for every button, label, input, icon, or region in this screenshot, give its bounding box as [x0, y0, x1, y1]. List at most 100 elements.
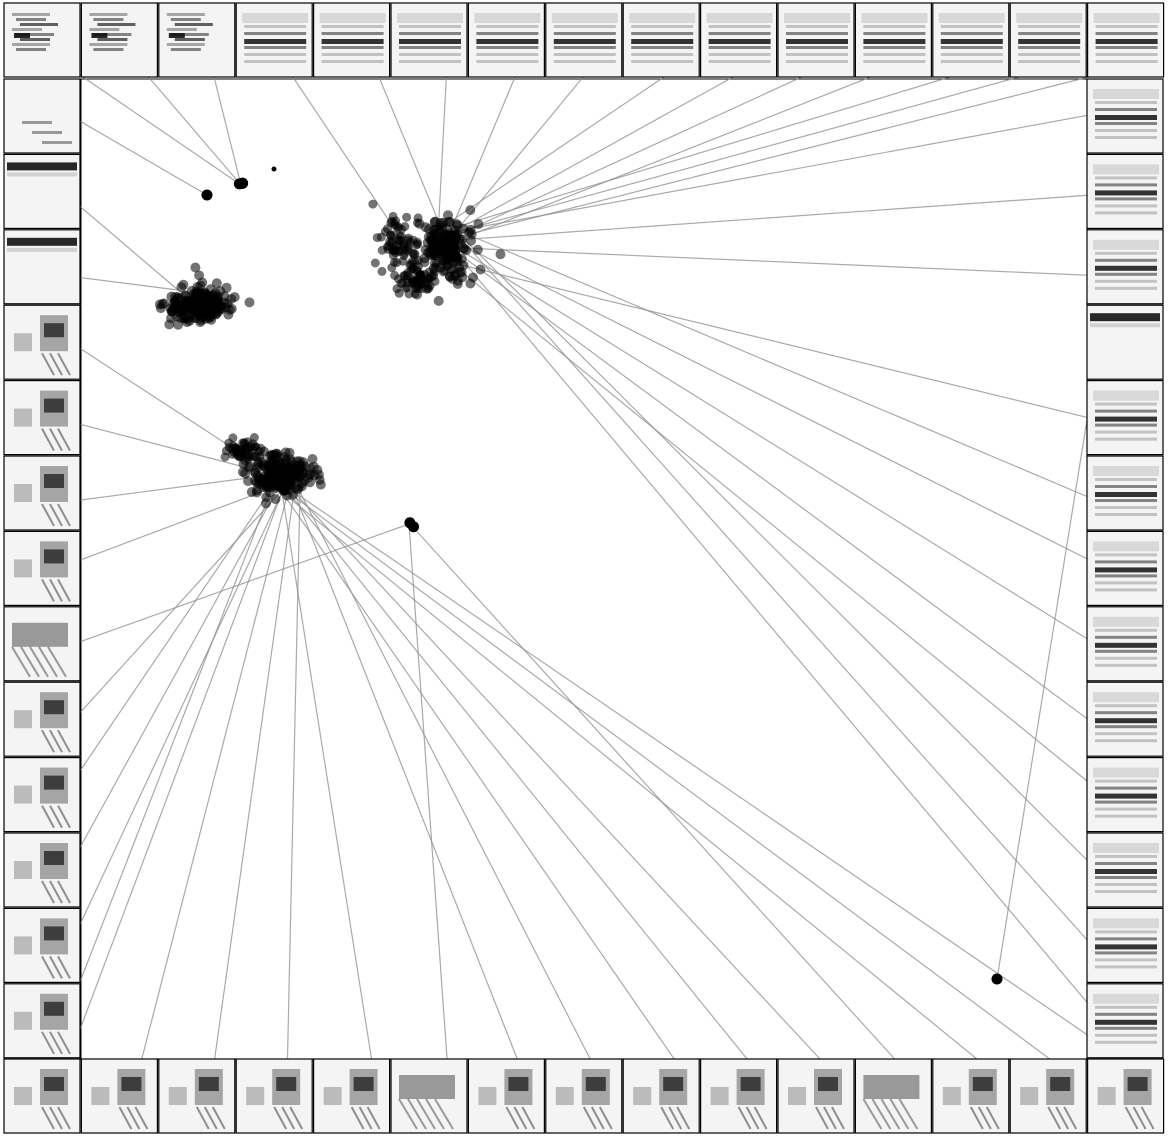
spectrogram-stroke: [786, 32, 848, 35]
connector-line: [437, 63, 1140, 243]
spectrogram-thumbnail-left: [3, 455, 81, 531]
connector-line: [283, 63, 403, 241]
scatter-point: [264, 476, 274, 487]
spectrogram-stroke: [170, 48, 201, 51]
spectrogram-stroke: [49, 578, 63, 602]
spectrogram-thumbnail-bottom: [622, 1058, 700, 1134]
connector-line: [65, 420, 249, 469]
spectrogram-stroke: [1095, 869, 1157, 874]
spectrogram-stroke: [242, 13, 309, 23]
spectrogram-stroke: [321, 32, 384, 35]
scatter-point: [244, 297, 255, 308]
spectrogram-stroke: [366, 1106, 381, 1130]
spectrogram-stroke: [1095, 1005, 1157, 1009]
scatter-point: [472, 244, 483, 255]
connector-line: [65, 275, 179, 291]
spectrogram-stroke: [708, 25, 771, 28]
spectrogram-stroke: [1095, 779, 1157, 783]
spectrogram-stroke: [41, 880, 55, 904]
spectrogram-stroke: [590, 1106, 605, 1130]
spectrogram-stroke: [1095, 46, 1158, 49]
spectrogram-stroke: [1095, 862, 1157, 865]
spectrogram-stroke: [1020, 1087, 1039, 1105]
spectrogram-stroke: [57, 1106, 71, 1130]
spectrogram-stroke: [1095, 793, 1157, 799]
scatter-point: [495, 249, 506, 260]
spectrogram-stroke: [89, 13, 128, 16]
spectrogram-thumbnail-top: [932, 2, 1010, 78]
spectrogram-stroke: [1095, 800, 1157, 804]
thumbnail-frame: [3, 78, 81, 154]
connector-lines: [63, 63, 1142, 1073]
spectrogram-stroke: [898, 1098, 919, 1130]
spectrogram-stroke: [1093, 89, 1159, 99]
spectrogram-stroke: [93, 18, 124, 21]
spectrogram-stroke: [1095, 1012, 1157, 1016]
scatter-point: [387, 238, 397, 248]
spectrogram-stroke: [818, 1077, 838, 1091]
scatter-point: [243, 476, 254, 487]
spectrogram-stroke: [57, 955, 71, 979]
spectrogram-stroke: [1095, 704, 1157, 708]
scatter-point: [400, 222, 410, 231]
scatter-point: [408, 248, 418, 258]
spectrogram-stroke: [174, 23, 213, 26]
cluster-outlier-a: [201, 189, 213, 201]
spectrogram-stroke: [166, 28, 197, 31]
spectrogram-stroke: [93, 48, 124, 51]
scatter-point: [393, 274, 403, 284]
connector-line: [293, 491, 523, 1073]
cluster-lower-left-main: [237, 443, 326, 509]
scatter-point: [190, 262, 201, 273]
spectrogram-stroke: [1050, 1077, 1071, 1091]
spectrogram-stroke: [14, 484, 32, 502]
connector-line: [137, 491, 289, 1073]
spectrogram-stroke: [358, 1106, 373, 1130]
spectrogram-stroke: [273, 1106, 288, 1130]
spectrogram-thumbnail-bottom: [235, 1058, 313, 1134]
spectrogram-stroke: [246, 1087, 265, 1105]
spectrogram-stroke: [786, 25, 848, 28]
spectrogram-thumbnail-right: [1086, 530, 1164, 607]
connector-line: [451, 247, 1101, 1019]
thumbnail-frame: [3, 455, 81, 531]
connector-line: [437, 63, 684, 231]
spectrogram-stroke: [476, 60, 539, 63]
spectrogram-stroke: [89, 43, 128, 46]
connector-line: [451, 112, 1101, 233]
spectrogram-stroke: [321, 39, 384, 44]
spectrogram-stroke: [168, 1087, 187, 1105]
spectrogram-stroke: [44, 1077, 64, 1091]
spectrogram-stroke: [1095, 492, 1157, 497]
spectrogram-stroke: [1095, 416, 1157, 422]
spectrogram-stroke: [44, 1001, 64, 1016]
connector-line: [212, 491, 295, 1073]
spectrogram-stroke: [708, 32, 771, 35]
scatter-point: [255, 451, 265, 461]
spectrogram-stroke: [399, 1075, 455, 1099]
cluster-small-pair: [233, 177, 249, 190]
thumbnail-frame: [235, 1058, 313, 1134]
spectrogram-stroke: [863, 39, 926, 44]
spectrogram-thumbnail-right: [1086, 229, 1164, 305]
spectrogram-thumbnail-right: [1086, 78, 1164, 154]
spectrogram-thumbnail-right: [1086, 832, 1164, 908]
spectrogram-stroke: [49, 805, 63, 829]
spectrogram-thumbnail-right: [1086, 304, 1164, 380]
scatter-point: [298, 457, 309, 468]
spectrogram-thumbnail-left: [3, 153, 81, 229]
spectrogram-stroke: [1093, 466, 1159, 476]
spectrogram-stroke: [1095, 129, 1157, 132]
spectrogram-stroke: [118, 1106, 133, 1130]
spectrogram-stroke: [1095, 574, 1157, 578]
scatter-point: [453, 275, 463, 286]
spectrogram-stroke: [508, 1077, 529, 1091]
spectrogram-stroke: [12, 28, 42, 31]
spectrogram-stroke: [1093, 239, 1159, 250]
connector-line: [451, 263, 1101, 793]
spectrogram-stroke: [350, 1106, 365, 1130]
thumbnail-frame: [467, 1058, 545, 1134]
spectrogram-stroke: [1095, 807, 1157, 811]
spectrogram-thumbnail-right: [1086, 153, 1164, 229]
scatter-point: [466, 229, 477, 240]
